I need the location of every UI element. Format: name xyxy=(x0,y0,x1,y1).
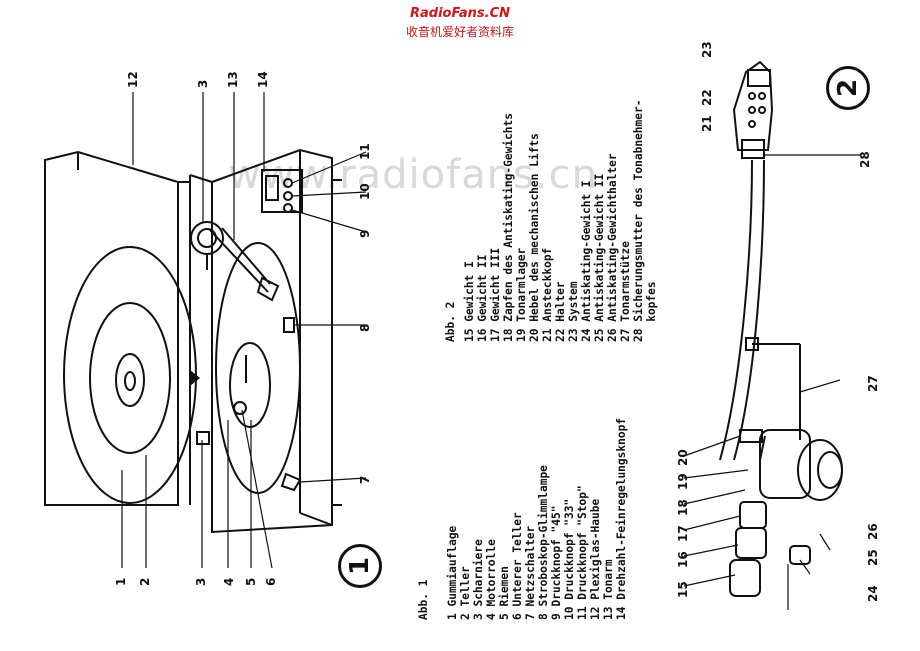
fig2-legend-item: 25 Antiskating-Gewicht II xyxy=(593,173,606,342)
fig1-callout: 6 xyxy=(264,577,278,586)
fig2-callout: 20 xyxy=(676,449,690,466)
fig1-callout: 2 xyxy=(138,577,152,586)
fig2-legend-item: 17 Gewicht III xyxy=(489,247,502,342)
fig1-callout: 5 xyxy=(244,577,258,586)
watermark: www.radiofans.cn xyxy=(228,152,598,198)
fig1-legend-item: 5 Riemen xyxy=(498,566,511,620)
fig2-callout: 16 xyxy=(676,551,690,568)
fig1-callout: 1 xyxy=(114,577,128,586)
fig1-legend-item: 6 Unterer Teller xyxy=(511,512,524,620)
fig1-legend-item: 8 Stroboskop-Glimmlampe xyxy=(537,465,550,620)
fig2-legend-item: 19 Tonarmlager xyxy=(515,247,528,342)
fig2-legend-item: 21 Ansteckkopf xyxy=(541,247,554,342)
fig1-badge: 1 xyxy=(338,544,382,588)
fig2-legend-item: 16 Gewicht II xyxy=(476,254,489,342)
fig1-callout: 8 xyxy=(358,323,372,332)
fig2-legend-item: 27 Tonarmstütze xyxy=(619,240,632,342)
fig1-legend-item: 11 Druckknopf "Stop" xyxy=(576,485,589,620)
fig1-legend-item: 10 Druckknopf "33" xyxy=(563,498,576,620)
fig1-legend-item: 12 Plexiglas-Haube xyxy=(589,498,602,620)
fig1-callout: 3 xyxy=(196,79,210,88)
fig1-legend-item: 7 Netzschalter xyxy=(524,525,537,620)
fig1-callout: 12 xyxy=(126,71,140,88)
fig2-legend-title: Abb. 2 xyxy=(444,301,457,342)
fig1-legend-item: 1 Gummiauflage xyxy=(446,525,459,620)
fig1-legend-item: 14 Drehzahl-Feinregelungsknopf xyxy=(615,417,628,620)
fig2-callout: 26 xyxy=(866,523,880,540)
fig2-callout: 24 xyxy=(866,585,880,602)
fig1-callout: 13 xyxy=(226,71,240,88)
fig1-legend-item: 13 Tonarm xyxy=(602,559,615,620)
fig1-callout: 14 xyxy=(256,71,270,88)
fig2-callout: 27 xyxy=(866,375,880,392)
fig2-callout: 25 xyxy=(866,549,880,566)
fig1-legend-item: 4 Motorrolle xyxy=(485,539,498,620)
fig2-callout: 21 xyxy=(700,115,714,132)
fig2-callout: 23 xyxy=(700,41,714,58)
fig1-legend-item: 3 Scharniere xyxy=(472,539,485,620)
fig2-badge: 2 xyxy=(826,66,870,110)
fig2-legend-item: 20 Hebel des mechanischen Lifts xyxy=(528,133,541,342)
fig2-callout: 28 xyxy=(858,151,872,168)
fig2-legend-item: 26 Antiskating-Gewichthalter xyxy=(606,153,619,342)
fig1-legend-item: 9 Druckknopf "45" xyxy=(550,505,563,620)
fig1-callout: 4 xyxy=(222,577,236,586)
fig1-legend-item: 2 Teller xyxy=(459,566,472,620)
site-title: RadioFans.CN xyxy=(410,6,510,21)
fig1-callout: 3 xyxy=(194,577,208,586)
fig2-legend-item: 24 Antiskating-Gewicht I xyxy=(580,180,593,342)
fig2-legend-item: 22 Halter xyxy=(554,281,567,342)
fig1-legend-title: Abb. 1 xyxy=(417,579,430,620)
fig2-callout: 22 xyxy=(700,89,714,106)
fig2-callout: 17 xyxy=(676,525,690,542)
fig1-callout: 11 xyxy=(358,143,372,160)
fig2-callout: 19 xyxy=(676,473,690,490)
fig2-callout: 15 xyxy=(676,581,690,598)
fig1-callout: 10 xyxy=(358,183,372,200)
fig2-callout: 18 xyxy=(676,499,690,516)
fig2-legend-item: 18 Zapfen des Antiskating-Gewichts xyxy=(502,112,515,342)
fig2-legend-item: 15 Gewicht I xyxy=(463,261,476,342)
fig1-callout: 7 xyxy=(358,475,372,484)
fig2-legend-item: 23 System xyxy=(567,281,580,342)
fig2-legend-item: kopfes xyxy=(645,281,658,342)
fig2-legend-item: 28 Sicherungsmutter des Tonabnehmer- xyxy=(632,99,645,342)
site-subtitle: 收音机爱好者资料库 xyxy=(405,25,514,39)
fig1-callout: 9 xyxy=(358,229,372,238)
